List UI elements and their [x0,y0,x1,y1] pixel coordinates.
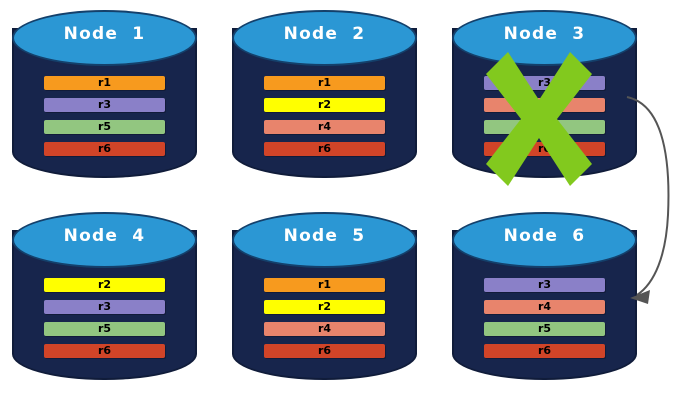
node-3-replica-r5[interactable]: r5 [484,120,605,134]
node-3-replica-list: r3 r4 r5 r6 [484,76,605,156]
node-5-replica-r4[interactable]: r4 [264,322,385,336]
node-5-top-disc [232,212,417,268]
node-3-replica-r6[interactable]: r6 [484,142,605,156]
node-5-replica-r1[interactable]: r1 [264,278,385,292]
node-3-replica-r3[interactable]: r3 [484,76,605,90]
node-2-replica-r4[interactable]: r4 [264,120,385,134]
node-1-replica-r5[interactable]: r5 [44,120,165,134]
node-1-replica-list: r1 r3 r5 r6 [44,76,165,156]
node-1-replica-r6[interactable]: r6 [44,142,165,156]
node-6-replica-r3[interactable]: r3 [484,278,605,292]
node-2-replica-r6[interactable]: r6 [264,142,385,156]
node-4-replica-r6[interactable]: r6 [44,344,165,358]
node-5-replica-list: r1 r2 r4 r6 [264,278,385,358]
node-2-top-disc [232,10,417,66]
node-6-replica-r5[interactable]: r5 [484,322,605,336]
node-5-replica-r6[interactable]: r6 [264,344,385,358]
node-4-replica-r2[interactable]: r2 [44,278,165,292]
node-4-top-disc [12,212,197,268]
node-1-top-disc [12,10,197,66]
node-6-top-disc [452,212,637,268]
node-2-replica-r2[interactable]: r2 [264,98,385,112]
node-4-replica-r5[interactable]: r5 [44,322,165,336]
node-2-replica-r1[interactable]: r1 [264,76,385,90]
node-5-replica-r2[interactable]: r2 [264,300,385,314]
node-2-replica-list: r1 r2 r4 r6 [264,76,385,156]
node-4-replica-list: r2 r3 r5 r6 [44,278,165,358]
node-6-replica-r4[interactable]: r4 [484,300,605,314]
node-1-replica-r3[interactable]: r3 [44,98,165,112]
node-4-replica-r3[interactable]: r3 [44,300,165,314]
node-3-top-disc [452,10,637,66]
node-6-replica-list: r3 r4 r5 r6 [484,278,605,358]
node-6-replica-r6[interactable]: r6 [484,344,605,358]
node-3-replica-r4[interactable]: r4 [484,98,605,112]
node-1-replica-r1[interactable]: r1 [44,76,165,90]
